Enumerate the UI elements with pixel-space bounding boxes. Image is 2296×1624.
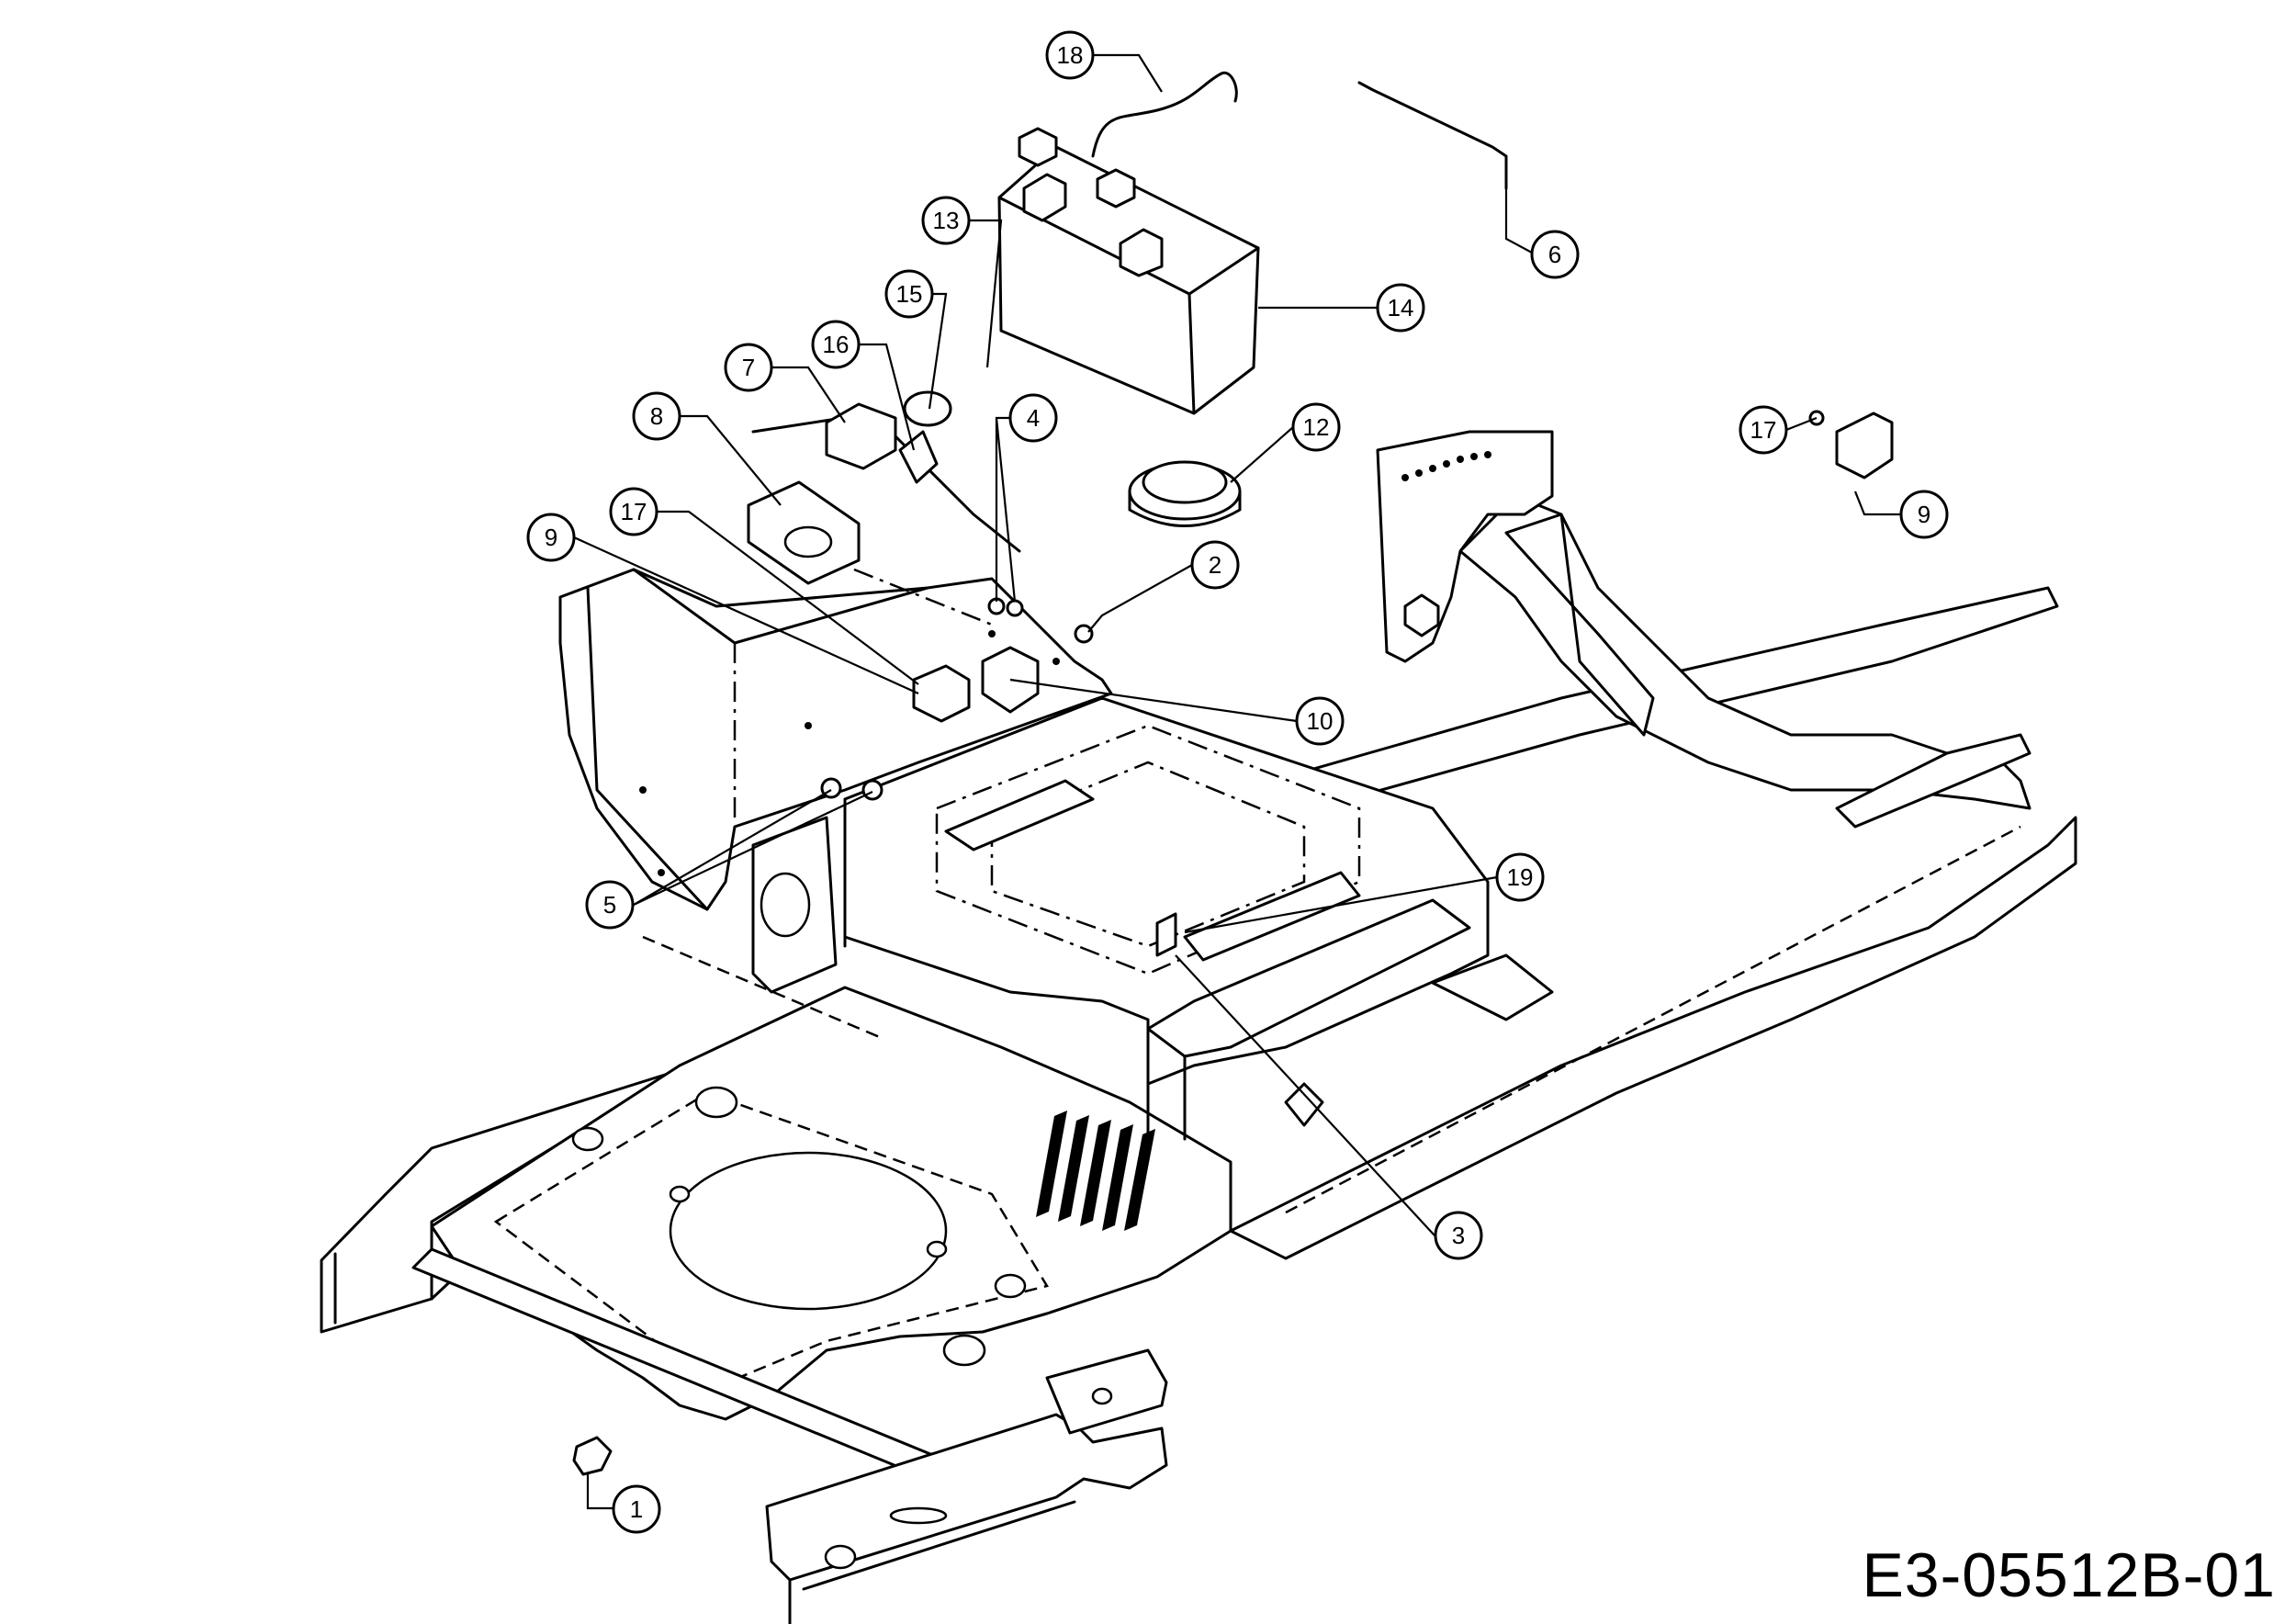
callout-balloon-8: 8: [632, 391, 681, 441]
terminal-pair: [987, 597, 1024, 617]
callout-balloon-17-right: 17: [1739, 405, 1788, 455]
drawing-code-label: E3-05512B-01: [1862, 1540, 2276, 1610]
switch-left: [912, 664, 971, 723]
ignition-switch: [898, 390, 952, 484]
svg-text:6: 6: [1548, 241, 1561, 268]
callout-balloon-18: 18: [1045, 30, 1095, 80]
callout-balloon-13: 13: [921, 196, 971, 245]
bolt: [1074, 624, 1094, 644]
support-rod: [1357, 81, 1508, 190]
svg-text:14: 14: [1388, 294, 1414, 321]
svg-text:18: 18: [1057, 41, 1084, 69]
callout-balloon-10: 10: [1295, 696, 1345, 746]
callout-balloon-17-left: 17: [609, 487, 658, 536]
wire-clip: [572, 1436, 613, 1476]
frame-bolt: [1155, 912, 1177, 957]
speaker-disc: [1128, 460, 1242, 527]
svg-text:7: 7: [742, 354, 755, 381]
callout-balloon-15: 15: [884, 269, 934, 319]
svg-text:9: 9: [545, 524, 557, 551]
svg-text:13: 13: [933, 207, 960, 234]
callout-balloon-2: 2: [1190, 540, 1240, 590]
floor-vent-slots: [1036, 1111, 1155, 1231]
control-plate: [747, 480, 861, 585]
callout-balloon-9-right: 9: [1899, 490, 1949, 539]
callout-balloon-3: 3: [1434, 1211, 1483, 1260]
chassis-frame: [320, 430, 2077, 1624]
callout-balloon-14: 14: [1376, 283, 1425, 333]
svg-text:19: 19: [1507, 863, 1534, 891]
svg-text:10: 10: [1307, 707, 1334, 735]
callout-balloon-7: 7: [724, 343, 773, 392]
svg-text:17: 17: [1750, 416, 1777, 444]
svg-text:8: 8: [650, 402, 663, 430]
svg-text:15: 15: [896, 280, 923, 308]
svg-text:2: 2: [1209, 551, 1221, 579]
svg-text:16: 16: [823, 331, 850, 358]
callout-balloon-19: 19: [1495, 852, 1545, 902]
svg-text:3: 3: [1452, 1222, 1465, 1249]
control-module: [825, 402, 897, 470]
callout-balloon-16: 16: [811, 320, 861, 369]
callout-balloon-4: 4: [1008, 393, 1058, 443]
callout-balloon-6: 6: [1530, 230, 1580, 279]
leader-lines: [573, 53, 1901, 1510]
callout-balloon-12: 12: [1291, 402, 1341, 452]
callout-balloon-1: 1: [612, 1484, 661, 1534]
battery: [997, 127, 1260, 415]
callout-balloon-9-left: 9: [526, 513, 576, 562]
svg-text:12: 12: [1303, 413, 1330, 441]
rear-bracket-holes: [1401, 451, 1491, 637]
battery-cable: [1091, 71, 1238, 158]
svg-text:17: 17: [621, 498, 647, 525]
svg-text:1: 1: [630, 1495, 643, 1523]
svg-text:5: 5: [603, 891, 616, 919]
svg-text:9: 9: [1918, 501, 1930, 528]
callout-balloon-5: 5: [585, 880, 635, 930]
switch-right: [1808, 410, 1894, 479]
svg-text:4: 4: [1027, 404, 1040, 432]
